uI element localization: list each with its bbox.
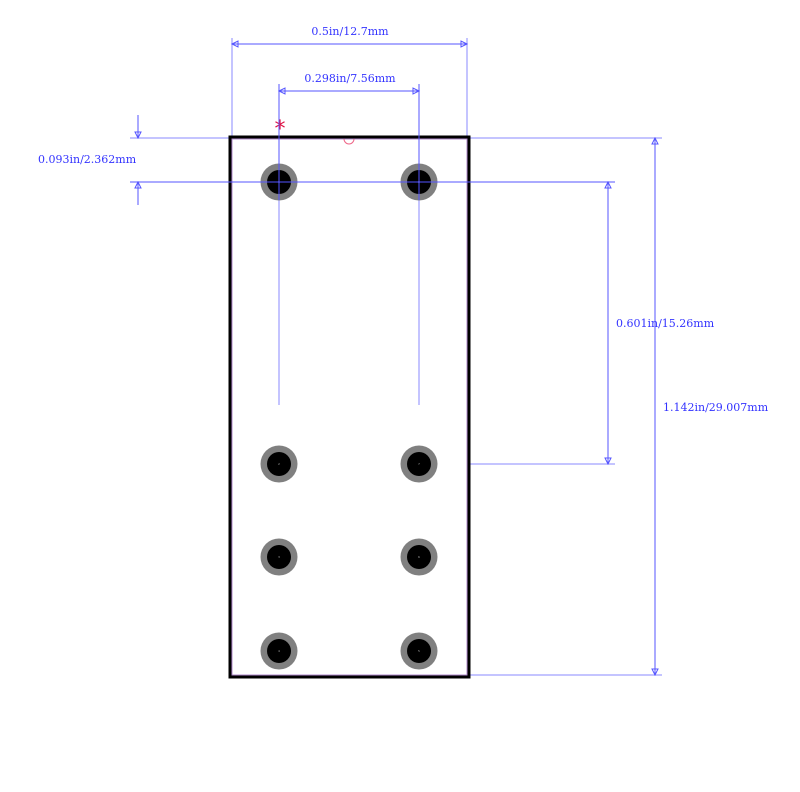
pad: 3 [260, 538, 298, 576]
dimension-overall-height: 1.142in/29.007mm [651, 136, 769, 677]
top-offset-label: 0.093in/2.362mm [38, 153, 137, 166]
pin1-marker: * [275, 117, 286, 142]
pad: 7 [400, 445, 438, 483]
pin-pitch-x-label: 0.298in/7.56mm [304, 72, 396, 85]
svg-text:5: 5 [418, 649, 420, 653]
svg-text:4: 4 [278, 649, 280, 653]
pad: 5 [400, 632, 438, 670]
svg-text:2: 2 [278, 462, 280, 466]
pin-span-y-label: 0.601in/15.26mm [616, 317, 715, 330]
svg-text:7: 7 [418, 462, 420, 466]
extension-lines [130, 38, 662, 676]
svg-text:6: 6 [418, 555, 420, 559]
pad: 4 [260, 632, 298, 670]
overall-width-label: 0.5in/12.7mm [311, 25, 389, 38]
pad: 6 [400, 538, 438, 576]
orientation-notch-icon [343, 138, 355, 145]
dimension-overall-width: 0.5in/12.7mm [230, 25, 469, 48]
svg-text:3: 3 [278, 555, 280, 559]
overall-height-label: 1.142in/29.007mm [663, 401, 769, 414]
dimension-pin-pitch-x: 0.298in/7.56mm [277, 72, 421, 95]
dimension-pin-span-y: 0.601in/15.26mm [604, 180, 715, 466]
component-outline [228, 135, 471, 679]
pad: 2 [260, 445, 298, 483]
dimension-top-offset: 0.093in/2.362mm [38, 115, 142, 205]
courtyard-outline [231, 138, 468, 676]
